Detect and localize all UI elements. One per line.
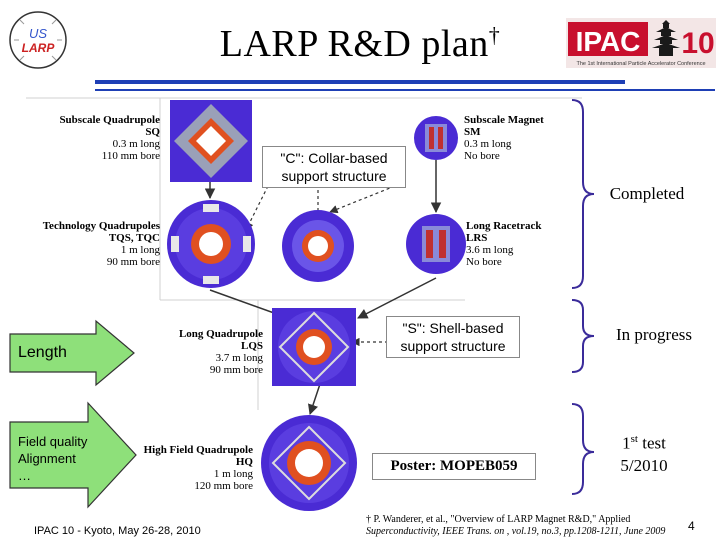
title-footnote-mark: † — [488, 22, 501, 48]
hq-code: HQ — [235, 456, 253, 468]
ipac-logo-number: 10 — [681, 27, 714, 60]
length-arrow — [9, 319, 135, 387]
lqs-label: Long Quadrupole LQS 3.7 m long 90 mm bor… — [130, 328, 263, 376]
sq-cross-section — [170, 100, 252, 182]
tqc-cross-section — [282, 210, 354, 282]
lqs-bore: 90 mm bore — [209, 364, 263, 376]
tq-length: 1 m long — [120, 244, 160, 256]
lqs-name: Long Quadrupole — [178, 328, 263, 340]
tq-code: TQS, TQC — [108, 232, 160, 244]
hq-cross-section — [261, 415, 357, 511]
tq-bore: 90 mm bore — [106, 256, 160, 268]
header-rule-bottom — [95, 89, 715, 91]
lrs-name: Long Racetrack — [466, 220, 542, 232]
field-quality-arrow — [9, 401, 137, 509]
tq-label: Technology Quadrupoles TQS, TQC 1 m long… — [20, 220, 160, 268]
collar-pointer-third — [329, 185, 396, 214]
ipac-logo-text: IPAC — [576, 26, 641, 57]
pagoda-icon — [652, 20, 680, 56]
first-test-word: test — [637, 433, 666, 453]
larp-logo-larp: LARP — [22, 41, 56, 55]
reference-line-1: † P. Wanderer, et al., "Overview of LARP… — [366, 514, 631, 525]
sq-length: 0.3 m long — [112, 138, 160, 150]
field-quality-label: Field quality — [18, 434, 88, 449]
page-title-text: LARP R&D plan — [219, 23, 489, 65]
lqs-length: 3.7 m long — [215, 352, 263, 364]
tq-name: Technology Quadrupoles — [42, 220, 160, 232]
brace-in-progress — [571, 299, 595, 373]
lrs-cross-section — [406, 214, 466, 274]
lqs-cross-section — [272, 308, 356, 386]
poster-reference: Poster: MOPEB059 — [372, 453, 536, 480]
status-in-progress: In progress — [615, 325, 692, 344]
field-quality-arrow-text: Field quality Alignment … — [18, 433, 87, 484]
footer-conference: IPAC 10 - Kyoto, May 26-28, 2010 — [34, 525, 201, 537]
shell-callout: "S": Shell-based support structure — [386, 316, 520, 358]
hq-label: High Field Quadrupole HQ 1 m long 120 mm… — [118, 444, 253, 492]
sm-length: 0.3 m long — [464, 138, 512, 150]
hq-length: 1 m long — [213, 468, 253, 480]
first-test-ordinal: st — [630, 433, 638, 445]
reference-line-2: Superconductivity, IEEE Trans. on , vol.… — [366, 526, 666, 537]
collar-callout: "C": Collar-based support structure — [262, 146, 406, 188]
page-number: 4 — [688, 519, 695, 533]
larp-logo-us: US — [29, 26, 47, 41]
sq-code: SQ — [145, 126, 160, 138]
brace-first-test — [571, 403, 595, 495]
brace-completed — [571, 99, 595, 289]
sq-bore: 110 mm bore — [101, 150, 160, 162]
first-test-number: 1 — [622, 433, 631, 453]
sm-cross-section — [414, 116, 458, 160]
status-completed: Completed — [609, 184, 685, 203]
sq-name: Subscale Quadrupole — [59, 114, 160, 126]
lrs-label: Long Racetrack LRS 3.6 m long No bore — [466, 220, 576, 268]
page-title: LARP R&D plan† — [160, 22, 560, 66]
larp-logo: US LARP — [9, 11, 67, 69]
collar-pointer-tq — [245, 185, 269, 231]
ipac-logo-subtitle: The 1st International Particle Accelerat… — [576, 61, 705, 67]
lqs-code: LQS — [240, 340, 263, 352]
sm-code: SM — [464, 126, 481, 138]
arrow-lrs-to-lqs — [357, 277, 437, 319]
sm-bore: No bore — [464, 150, 500, 162]
tqs-cross-section — [167, 200, 255, 288]
length-arrow-label: Length — [18, 344, 67, 361]
lrs-bore: No bore — [466, 256, 502, 268]
footer-reference: † P. Wanderer, et al., "Overview of LARP… — [366, 514, 676, 538]
hq-name: High Field Quadrupole — [143, 444, 253, 456]
sm-label: Subscale Magnet SM 0.3 m long No bore — [464, 114, 584, 162]
lrs-code: LRS — [466, 232, 488, 244]
ellipsis-label: … — [18, 468, 31, 483]
status-first-test: 1st test 5/2010 — [598, 428, 690, 477]
arrow-lqs-to-hq — [308, 383, 321, 415]
header-rule-top — [95, 80, 625, 84]
ipac-logo: IPAC 10 The 1st International Particle A… — [566, 18, 716, 68]
lrs-length: 3.6 m long — [466, 244, 514, 256]
sm-name: Subscale Magnet — [464, 114, 544, 126]
sq-label: Subscale Quadrupole SQ 0.3 m long 110 mm… — [20, 114, 160, 162]
first-test-date: 5/2010 — [620, 455, 668, 475]
alignment-label: Alignment — [18, 451, 76, 466]
hq-bore: 120 mm bore — [194, 480, 253, 492]
